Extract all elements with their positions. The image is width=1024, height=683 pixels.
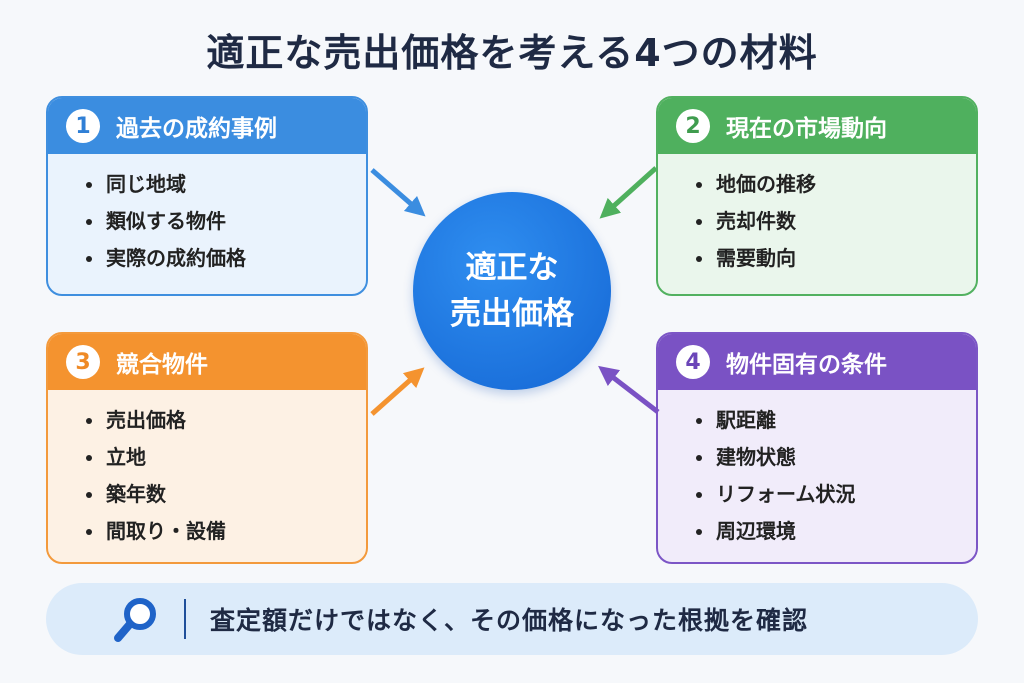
card-list: 同じ地域 類似する物件 実際の成約価格 [48,154,366,277]
arrow-2 [599,166,658,219]
center-circle: 適正な 売出価格 [413,192,611,390]
card-past-transactions: 1 過去の成約事例 同じ地域 類似する物件 実際の成約価格 [46,96,368,296]
number-badge: 1 [66,109,100,143]
list-item: 地価の推移 [696,166,976,203]
magnifier-icon [114,598,156,642]
list-item: 需要動向 [696,240,976,277]
list-item: 売出価格 [86,402,366,439]
arrow-3 [370,367,425,416]
card-header: 1 過去の成約事例 [48,98,366,154]
bottom-banner: 査定額だけではなく、その価格になった根拠を確認 [46,583,978,655]
card-title: 現在の市場動向 [726,116,887,142]
card-title: 競合物件 [116,352,208,378]
list-item: 築年数 [86,476,366,513]
page-title: 適正な売出価格を考える4つの材料 [206,31,818,75]
list-item: 類似する物件 [86,203,366,240]
arrow-1 [370,168,426,217]
center-line-2: 売出価格 [450,296,574,332]
arrow-4 [598,365,660,414]
number-badge: 3 [66,345,100,379]
list-item: 建物状態 [696,439,976,476]
card-header: 3 競合物件 [48,334,366,390]
card-property-conditions: 4 物件固有の条件 駅距離 建物状態 リフォーム状況 周辺環境 [656,332,978,564]
card-header: 4 物件固有の条件 [658,334,976,390]
banner-text: 査定額だけではなく、その価格になった根拠を確認 [210,606,809,635]
divider [184,599,186,639]
number-badge: 2 [676,109,710,143]
list-item: 周辺環境 [696,513,976,550]
card-market-trends: 2 現在の市場動向 地価の推移 売却件数 需要動向 [656,96,978,296]
card-header: 2 現在の市場動向 [658,98,976,154]
list-item: 駅距離 [696,402,976,439]
card-competing-properties: 3 競合物件 売出価格 立地 築年数 間取り・設備 [46,332,368,564]
list-item: リフォーム状況 [696,476,976,513]
card-list: 駅距離 建物状態 リフォーム状況 周辺環境 [658,390,976,550]
card-list: 地価の推移 売却件数 需要動向 [658,154,976,277]
list-item: 同じ地域 [86,166,366,203]
center-line-1: 適正な [465,250,559,286]
card-title: 過去の成約事例 [116,116,277,142]
list-item: 実際の成約価格 [86,240,366,277]
list-item: 間取り・設備 [86,513,366,550]
list-item: 立地 [86,439,366,476]
number-badge: 4 [676,345,710,379]
card-list: 売出価格 立地 築年数 間取り・設備 [48,390,366,550]
list-item: 売却件数 [696,203,976,240]
card-title: 物件固有の条件 [726,352,887,378]
